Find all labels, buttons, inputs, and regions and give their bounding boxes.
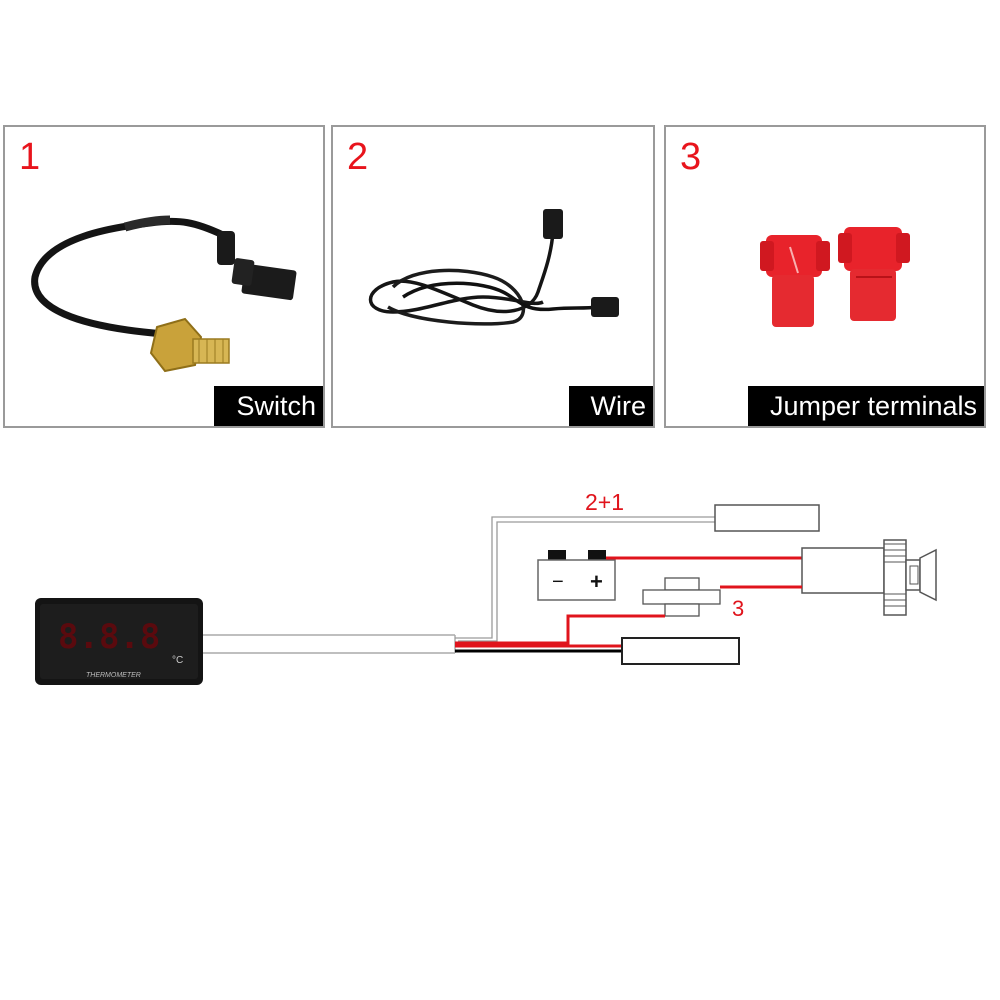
battery-minus: −: [552, 571, 564, 593]
item-number: 3: [680, 136, 702, 178]
temperature-switch-image: [31, 215, 297, 373]
label-2-plus-1: 2+1: [585, 489, 624, 515]
item-panel-jumper-terminals: 3 Jumper terminals: [664, 125, 986, 428]
jumper-terminals-image: [760, 227, 910, 327]
label-3: 3: [732, 596, 744, 621]
display-digits: 8.8.8: [58, 617, 160, 657]
item-label: Wire: [568, 386, 653, 426]
wire-image: [368, 209, 619, 326]
fuse-icon: [642, 577, 721, 617]
device-name-label: THERMOMETER: [86, 672, 141, 679]
item-number: 2: [347, 136, 369, 178]
battery-icon: − +: [537, 550, 616, 601]
sensor-connector: [714, 504, 820, 532]
thermometer-device: 8.8.8 °C THERMOMETER: [35, 598, 203, 685]
unit-label: °C: [172, 655, 183, 666]
wiring-diagram: 8.8.8 °C THERMOMETER 2+1 − +: [35, 489, 937, 685]
item-number: 1: [19, 136, 41, 178]
item-label: Jumper terminals: [747, 386, 984, 426]
item-label: Switch: [214, 386, 323, 426]
item-panel-switch: 1 Switch: [3, 125, 325, 428]
item-panel-wire: 2 Wire: [331, 125, 655, 428]
ground-connector: [621, 637, 740, 665]
battery-plus: +: [590, 569, 603, 594]
ignition-switch-icon: [801, 539, 937, 616]
